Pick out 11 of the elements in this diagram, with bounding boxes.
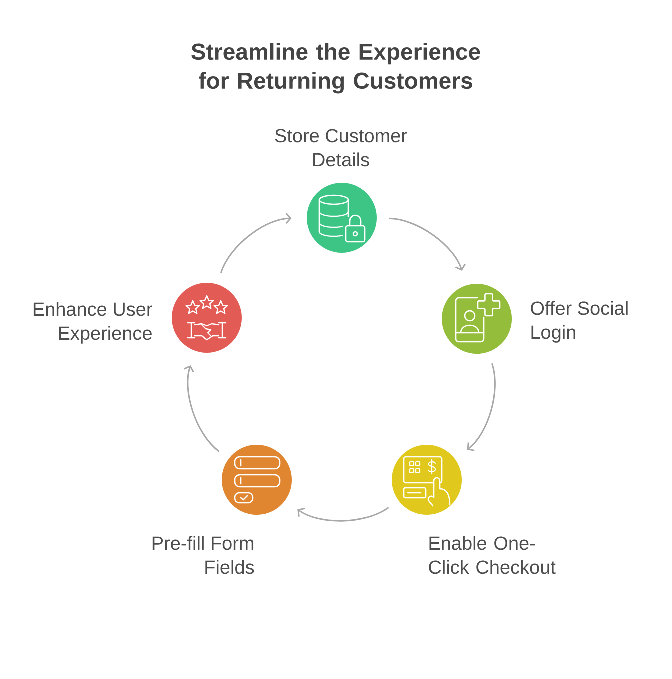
step-label: Store Customer Details bbox=[275, 129, 408, 167]
title: Streamline the Experience for Returning Customers bbox=[192, 43, 480, 94]
arrow bbox=[184, 366, 220, 452]
step-label: Enable One-Click Checkout bbox=[429, 536, 556, 574]
step-label: Pre-fill Form Fields bbox=[152, 536, 254, 574]
arrow bbox=[298, 507, 390, 522]
arrow bbox=[467, 364, 496, 452]
arrow bbox=[389, 218, 466, 272]
arrow bbox=[220, 213, 292, 274]
step-label: Enhance User Experience bbox=[34, 302, 152, 344]
step-label: Offer Social Login bbox=[531, 301, 628, 343]
